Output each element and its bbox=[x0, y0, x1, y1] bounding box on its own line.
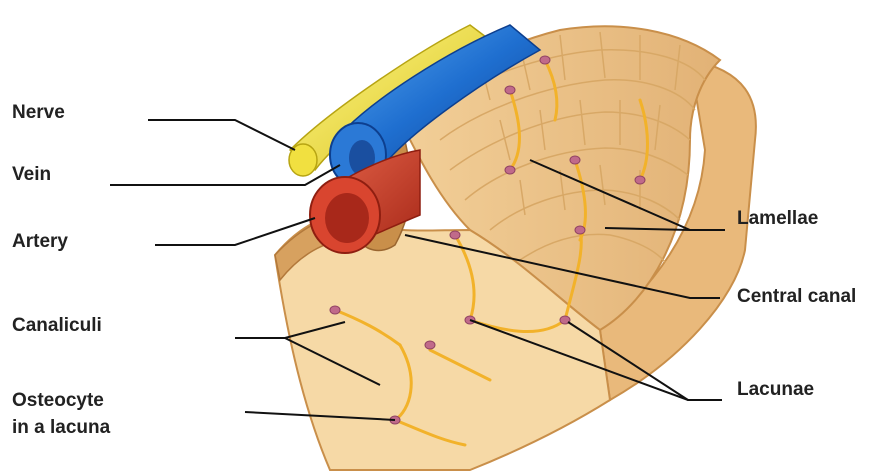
central-canal-label: Central canal bbox=[737, 285, 856, 309]
artery-label: Artery bbox=[12, 230, 68, 254]
artery-lumen bbox=[325, 193, 369, 243]
vein-label: Vein bbox=[12, 163, 51, 187]
lamellae-label: Lamellae bbox=[737, 207, 818, 231]
lacunae-label: Lacunae bbox=[737, 378, 814, 402]
nerve-leader bbox=[148, 120, 295, 150]
osteocyte-label-line1: Osteocyte bbox=[12, 389, 104, 413]
osteocyte-label-line2: in a lacuna bbox=[12, 416, 110, 440]
canaliculi-label: Canaliculi bbox=[12, 314, 102, 338]
nerve-label: Nerve bbox=[12, 101, 65, 125]
